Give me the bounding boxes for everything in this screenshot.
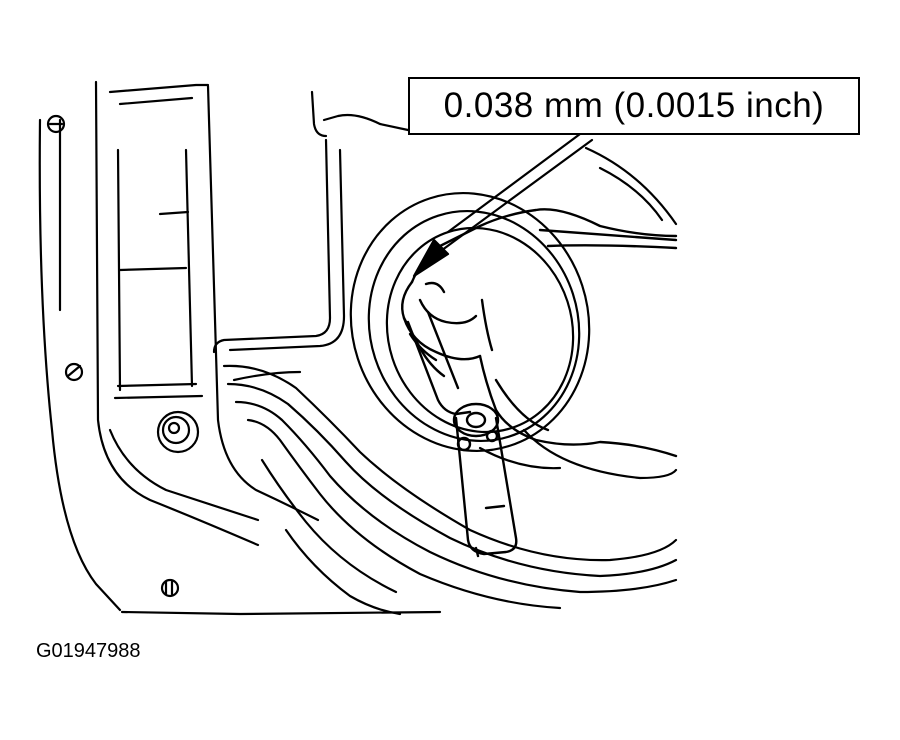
arrow-pointer-icon xyxy=(412,238,450,278)
feeler-gauge xyxy=(408,312,516,556)
bolt-large xyxy=(158,412,198,452)
fastener-bolts xyxy=(48,116,198,596)
bolt-bottom-left xyxy=(162,580,178,596)
figure-id: G01947988 xyxy=(36,640,141,662)
cover-contours xyxy=(224,366,676,614)
measurement-callout: 0.038 mm (0.0015 inch) xyxy=(408,77,860,135)
bolt-mid-left xyxy=(66,364,82,380)
upper-panel xyxy=(214,92,676,352)
frame-member xyxy=(96,82,318,545)
bolt-top-left xyxy=(48,116,64,132)
hand xyxy=(402,209,676,456)
housing-edge xyxy=(40,120,440,614)
leader-line xyxy=(412,134,592,278)
